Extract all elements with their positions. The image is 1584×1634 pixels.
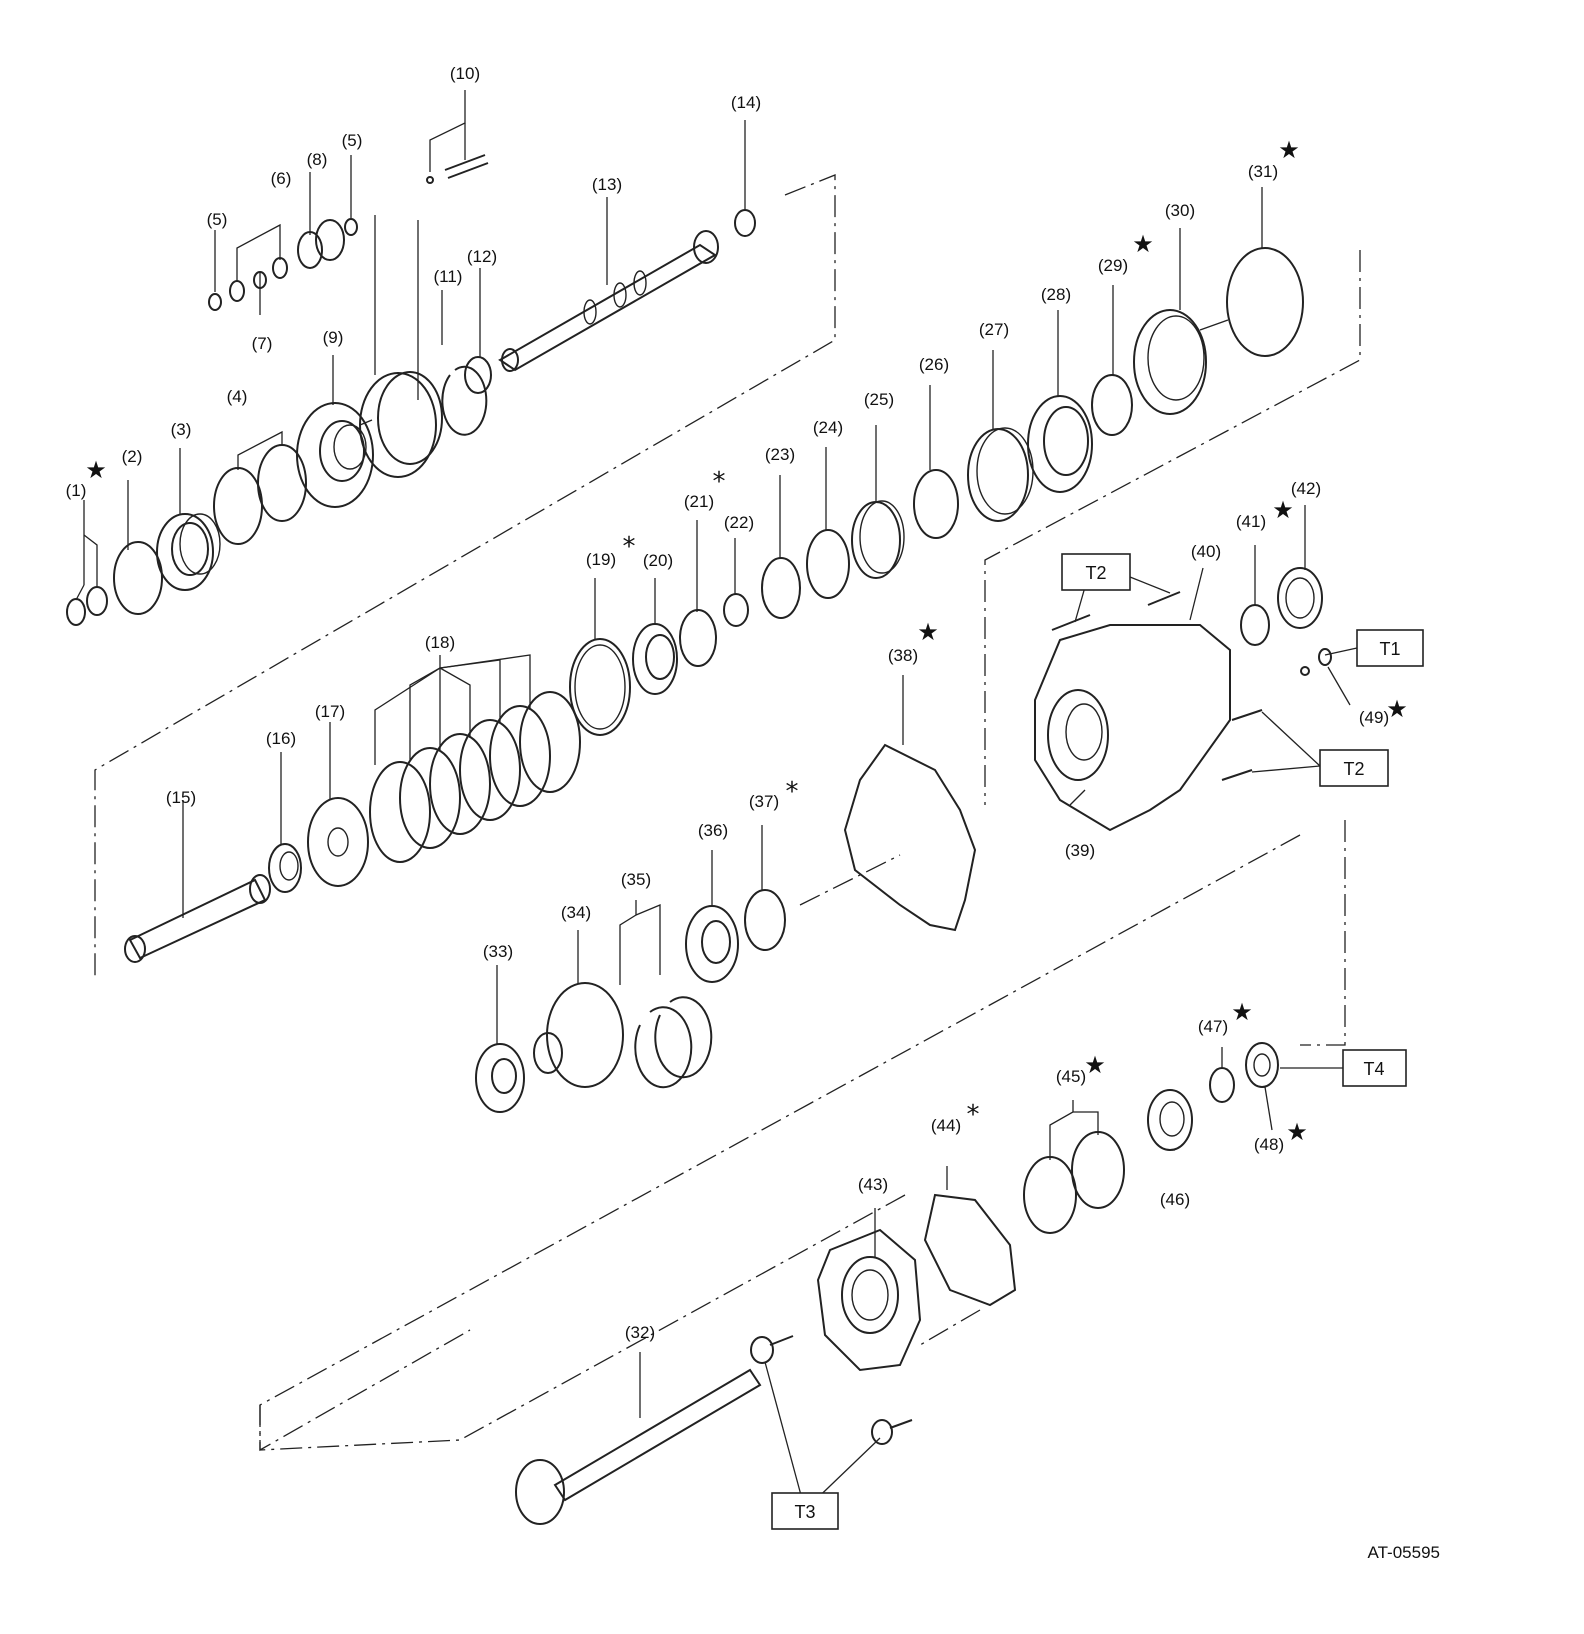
part-label-18: (18) bbox=[425, 633, 455, 652]
star-marker: ★ bbox=[85, 456, 107, 484]
star-marker: ★ bbox=[1278, 136, 1300, 164]
star-marker: ★ bbox=[1386, 695, 1408, 723]
leader-lines bbox=[75, 90, 1351, 1418]
star-marker: ★ bbox=[1132, 230, 1154, 258]
part-label-46: (46) bbox=[1160, 1190, 1190, 1209]
part-label-12: (12) bbox=[467, 247, 497, 266]
part-label-8: (8) bbox=[307, 150, 328, 169]
part-label-9: (9) bbox=[323, 328, 344, 347]
part-label-2: (2) bbox=[122, 447, 143, 466]
part-label-35: (35) bbox=[621, 870, 651, 889]
part-label-17: (17) bbox=[315, 702, 345, 721]
torque-label-t4: T4 bbox=[1363, 1059, 1384, 1079]
star-marker: ★ bbox=[1286, 1118, 1308, 1146]
torque-box-t4 bbox=[1342, 1049, 1407, 1087]
part-label-19: (19) bbox=[586, 550, 616, 569]
part-labels: (1) (2) (3) (4) (5) (5) (6) (7) (8) (9) … bbox=[66, 64, 1390, 1342]
part-label-25: (25) bbox=[864, 390, 894, 409]
part-label-42: (42) bbox=[1291, 479, 1321, 498]
part-label-6: (6) bbox=[271, 169, 292, 188]
star-marker: ★ bbox=[917, 618, 939, 646]
part-label-37: (37) bbox=[749, 792, 779, 811]
part-label-14: (14) bbox=[731, 93, 761, 112]
torque-label-t2-upper: T2 bbox=[1085, 563, 1106, 583]
markers: ★ ★ ★ ★ ★ ★ ★ ★ ★ * * * * bbox=[85, 136, 1408, 1146]
figure-code: AT-05595 bbox=[1368, 1543, 1440, 1562]
torque-label-t1: T1 bbox=[1379, 639, 1400, 659]
torque-box-t2-upper bbox=[1061, 553, 1131, 591]
part-label-34: (34) bbox=[561, 903, 591, 922]
part-label-36: (36) bbox=[698, 821, 728, 840]
part-label-48: (48) bbox=[1254, 1135, 1284, 1154]
part-label-3: (3) bbox=[171, 420, 192, 439]
part-label-26: (26) bbox=[919, 355, 949, 374]
part-label-16: (16) bbox=[266, 729, 296, 748]
part-label-23: (23) bbox=[765, 445, 795, 464]
part-label-15: (15) bbox=[166, 788, 196, 807]
part-label-1: (1) bbox=[66, 481, 87, 500]
part-label-44: (44) bbox=[931, 1116, 961, 1135]
torque-box-t2-lower bbox=[1319, 749, 1389, 787]
part-label-4: (4) bbox=[227, 387, 248, 406]
torque-callouts: T2 T1 T2 T3 T4 bbox=[764, 553, 1424, 1530]
part-label-33: (33) bbox=[483, 942, 513, 961]
part-label-47: (47) bbox=[1198, 1017, 1228, 1036]
part-label-49: (49) bbox=[1359, 708, 1389, 727]
torque-label-t3: T3 bbox=[794, 1502, 815, 1522]
section-boundaries bbox=[94, 174, 1361, 1452]
part-label-29: (29) bbox=[1098, 256, 1128, 275]
part-label-10: (10) bbox=[450, 64, 480, 83]
part-label-45: (45) bbox=[1056, 1067, 1086, 1086]
torque-box-t1 bbox=[1356, 629, 1424, 667]
torque-box-t3 bbox=[771, 1492, 839, 1530]
part-label-28: (28) bbox=[1041, 285, 1071, 304]
asterisk-marker: * bbox=[623, 532, 636, 562]
part-label-5a: (5) bbox=[207, 210, 228, 229]
part-label-24: (24) bbox=[813, 418, 843, 437]
lower-middle-parts bbox=[475, 743, 977, 1113]
part-label-27: (27) bbox=[979, 320, 1009, 339]
part-label-31: (31) bbox=[1248, 162, 1278, 181]
part-label-41: (41) bbox=[1236, 512, 1266, 531]
part-label-30: (30) bbox=[1165, 201, 1195, 220]
part-label-39: (39) bbox=[1065, 841, 1095, 860]
part-label-43: (43) bbox=[858, 1175, 888, 1194]
torque-label-t2-lower: T2 bbox=[1343, 759, 1364, 779]
part-label-20: (20) bbox=[643, 551, 673, 570]
part-label-22: (22) bbox=[724, 513, 754, 532]
asterisk-marker: * bbox=[713, 467, 726, 497]
part-label-21: (21) bbox=[684, 492, 714, 511]
star-marker: ★ bbox=[1084, 1051, 1106, 1079]
part-label-7: (7) bbox=[252, 334, 273, 353]
part-label-5b: (5) bbox=[342, 131, 363, 150]
part-label-13: (13) bbox=[592, 175, 622, 194]
part-label-32: (32) bbox=[625, 1323, 655, 1342]
part-label-11: (11) bbox=[434, 267, 463, 286]
star-marker: ★ bbox=[1272, 496, 1294, 524]
part-label-38: (38) bbox=[888, 646, 918, 665]
middle-row-parts bbox=[569, 247, 1304, 736]
part-label-40: (40) bbox=[1191, 542, 1221, 561]
asterisk-marker: * bbox=[786, 777, 799, 807]
lower-row-parts bbox=[515, 1042, 1279, 1525]
clutch-pack-parts bbox=[124, 691, 581, 963]
star-marker: ★ bbox=[1231, 998, 1253, 1026]
asterisk-marker: * bbox=[967, 1100, 980, 1130]
